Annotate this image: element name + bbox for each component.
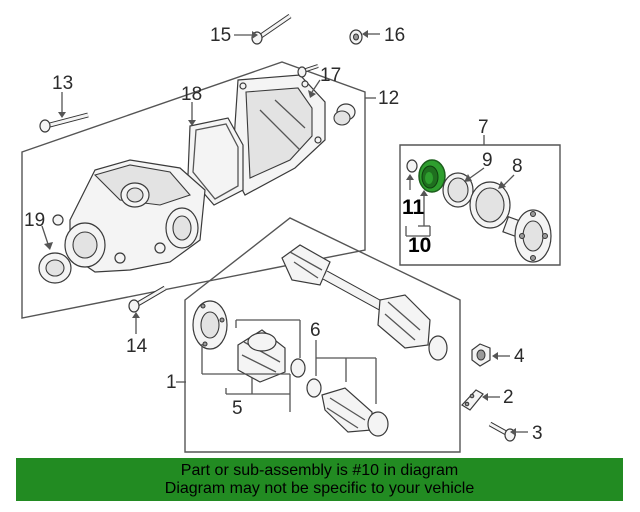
seal-10[interactable] (418, 159, 446, 193)
callout-15: 15 (210, 25, 231, 46)
callout-2: 2 (503, 387, 514, 408)
callout-7: 7 (478, 117, 489, 138)
leader-lines (41, 30, 528, 436)
ring-11[interactable] (406, 159, 418, 173)
callout-19: 19 (24, 210, 45, 231)
callout-18: 18 (181, 84, 202, 105)
bolt-14[interactable] (128, 285, 167, 313)
bolt-13[interactable] (39, 112, 89, 133)
differential-housing-panel (21, 61, 366, 319)
output-shaft-panel (399, 144, 561, 266)
boot-5[interactable] (237, 329, 286, 383)
callout-11: 11 (402, 196, 425, 219)
boot-6[interactable] (306, 378, 389, 437)
banner-line-2: Diagram may not be specific to your vehi… (164, 480, 475, 497)
axle-shaft-panel (184, 217, 461, 453)
differential-housing[interactable] (52, 159, 206, 273)
flange-shaft[interactable] (502, 209, 552, 263)
joint-flange[interactable] (192, 300, 228, 350)
plug-12[interactable] (333, 103, 356, 126)
ring-8[interactable] (469, 181, 511, 229)
banner-line-1: Part or sub-assembly is #10 in diagram (180, 462, 459, 479)
callout-16: 16 (384, 25, 405, 46)
nut-16[interactable] (349, 29, 363, 45)
bolt-3[interactable] (488, 421, 516, 442)
callout-8: 8 (512, 156, 523, 177)
parts-diagram: 15 16 13 18 17 12 19 14 7 9 8 11 10 6 4 … (21, 13, 561, 453)
callout-14: 14 (126, 336, 148, 357)
nut-4[interactable] (471, 343, 491, 367)
callout-3: 3 (532, 423, 543, 444)
callout-4: 4 (514, 346, 525, 367)
seal-19[interactable] (38, 252, 72, 284)
callout-9: 9 (482, 150, 493, 171)
callout-6: 6 (310, 320, 321, 341)
bolt-15[interactable] (251, 13, 292, 45)
callout-10: 10 (408, 234, 431, 257)
axle-shaft[interactable] (281, 244, 448, 361)
clamp-6[interactable] (290, 358, 306, 378)
callout-17: 17 (320, 65, 341, 86)
bolt-17[interactable] (297, 64, 319, 78)
callout-1: 1 (166, 372, 177, 393)
callout-12: 12 (378, 88, 399, 109)
info-banner: Part or sub-assembly is #10 in diagram D… (16, 458, 623, 501)
callout-5: 5 (232, 398, 243, 419)
callout-13: 13 (52, 73, 73, 94)
bracket-2[interactable] (461, 389, 484, 411)
